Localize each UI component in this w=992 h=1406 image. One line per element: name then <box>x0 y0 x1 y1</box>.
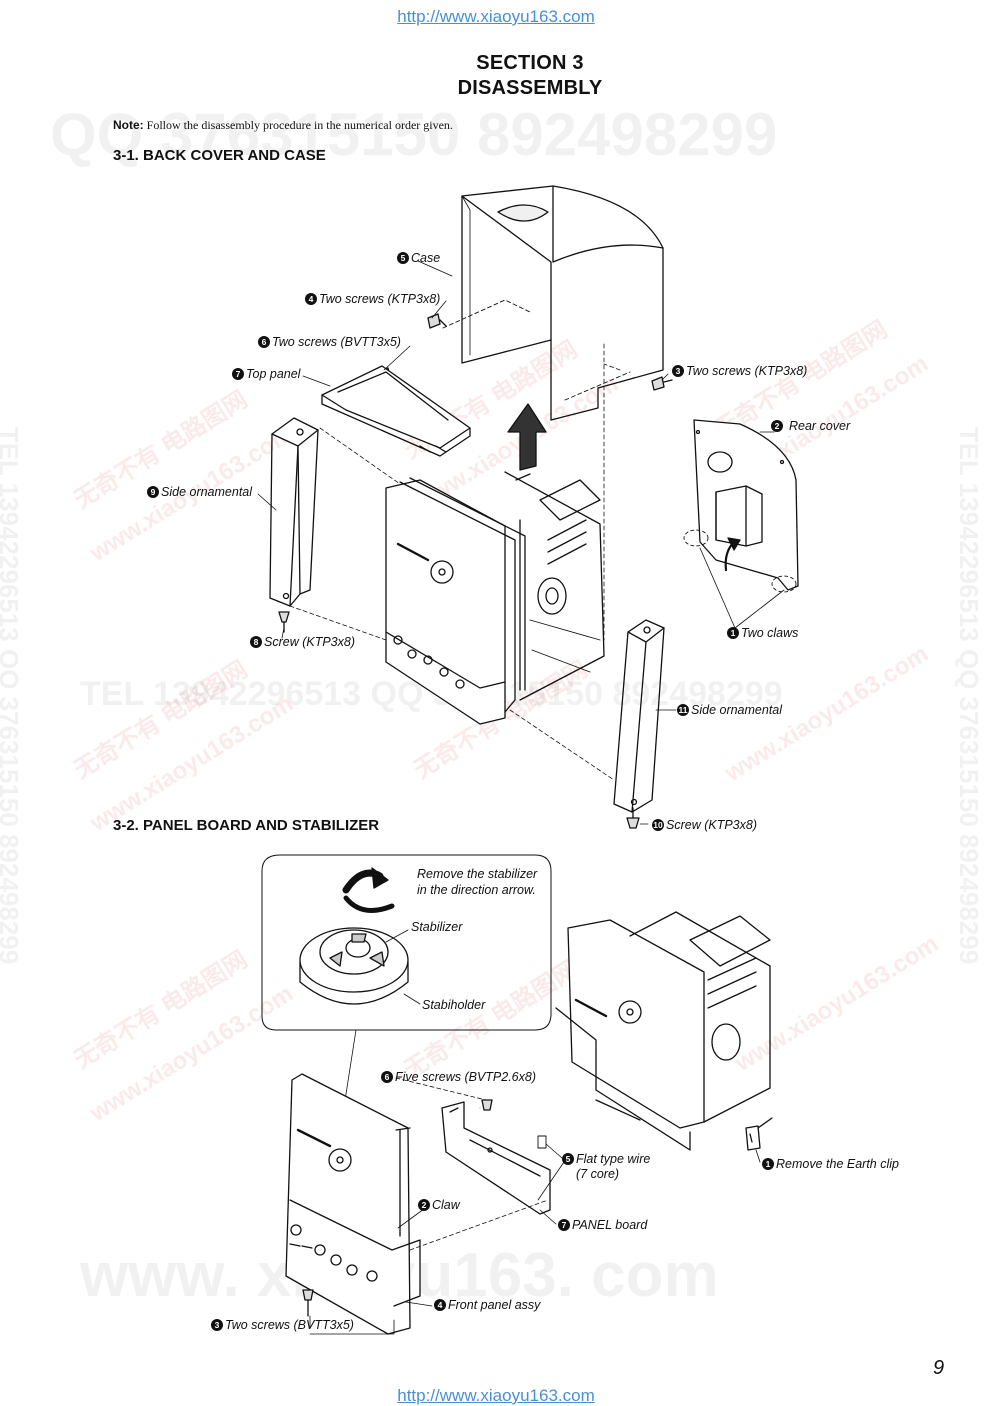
screw-icon <box>302 1289 314 1317</box>
stabilizer-part <box>299 927 409 1005</box>
note: Note: Follow the disassembly procedure i… <box>113 118 453 133</box>
panel-board-part <box>441 1101 551 1215</box>
heading-3-1: 3-1. BACK COVER AND CASE <box>113 147 326 164</box>
label-stabiholder: Stabiholder <box>422 998 486 1012</box>
watermark-top: QQ 376315150 892498299 <box>50 101 778 168</box>
case-part <box>442 185 664 421</box>
screw-icon <box>427 313 447 329</box>
note-text: Follow the disassembly procedure in the … <box>146 118 453 132</box>
heading-3-2: 3-2. PANEL BOARD AND STABILIZER <box>113 817 380 834</box>
inset-instruction: Remove the stabilizer in the direction a… <box>417 867 538 897</box>
rotate-arrow-icon <box>342 867 395 913</box>
earth-clip-part <box>745 1117 773 1151</box>
stabilizer-inset <box>261 854 552 1031</box>
flat-wire-connector <box>537 1135 547 1149</box>
rear-cover-part <box>693 419 799 591</box>
section-number: SECTION 3 <box>476 52 584 74</box>
header-url-link[interactable]: http://www.xiaoyu163.com <box>397 7 595 26</box>
screw-icon <box>481 1099 493 1111</box>
note-label: Note: <box>113 118 144 132</box>
footer-url-link[interactable]: http://www.xiaoyu163.com <box>397 1386 595 1405</box>
claw-arrow-icon <box>724 537 741 572</box>
side-ornamental-right-part <box>613 619 665 813</box>
main-unit-2-part <box>555 911 771 1151</box>
label-stabilizer: Stabilizer <box>411 920 463 934</box>
section-title: DISASSEMBLY <box>457 77 603 99</box>
front-panel-part <box>285 1073 421 1335</box>
top-panel-part <box>321 365 471 457</box>
side-ornamental-left-part <box>269 417 319 607</box>
screw-icon <box>651 376 673 391</box>
screw-icon <box>626 807 640 829</box>
screw-icon <box>278 611 290 633</box>
lift-arrow-icon <box>507 403 547 471</box>
page-number: 9 <box>933 1357 945 1379</box>
main-unit-part <box>385 471 605 725</box>
